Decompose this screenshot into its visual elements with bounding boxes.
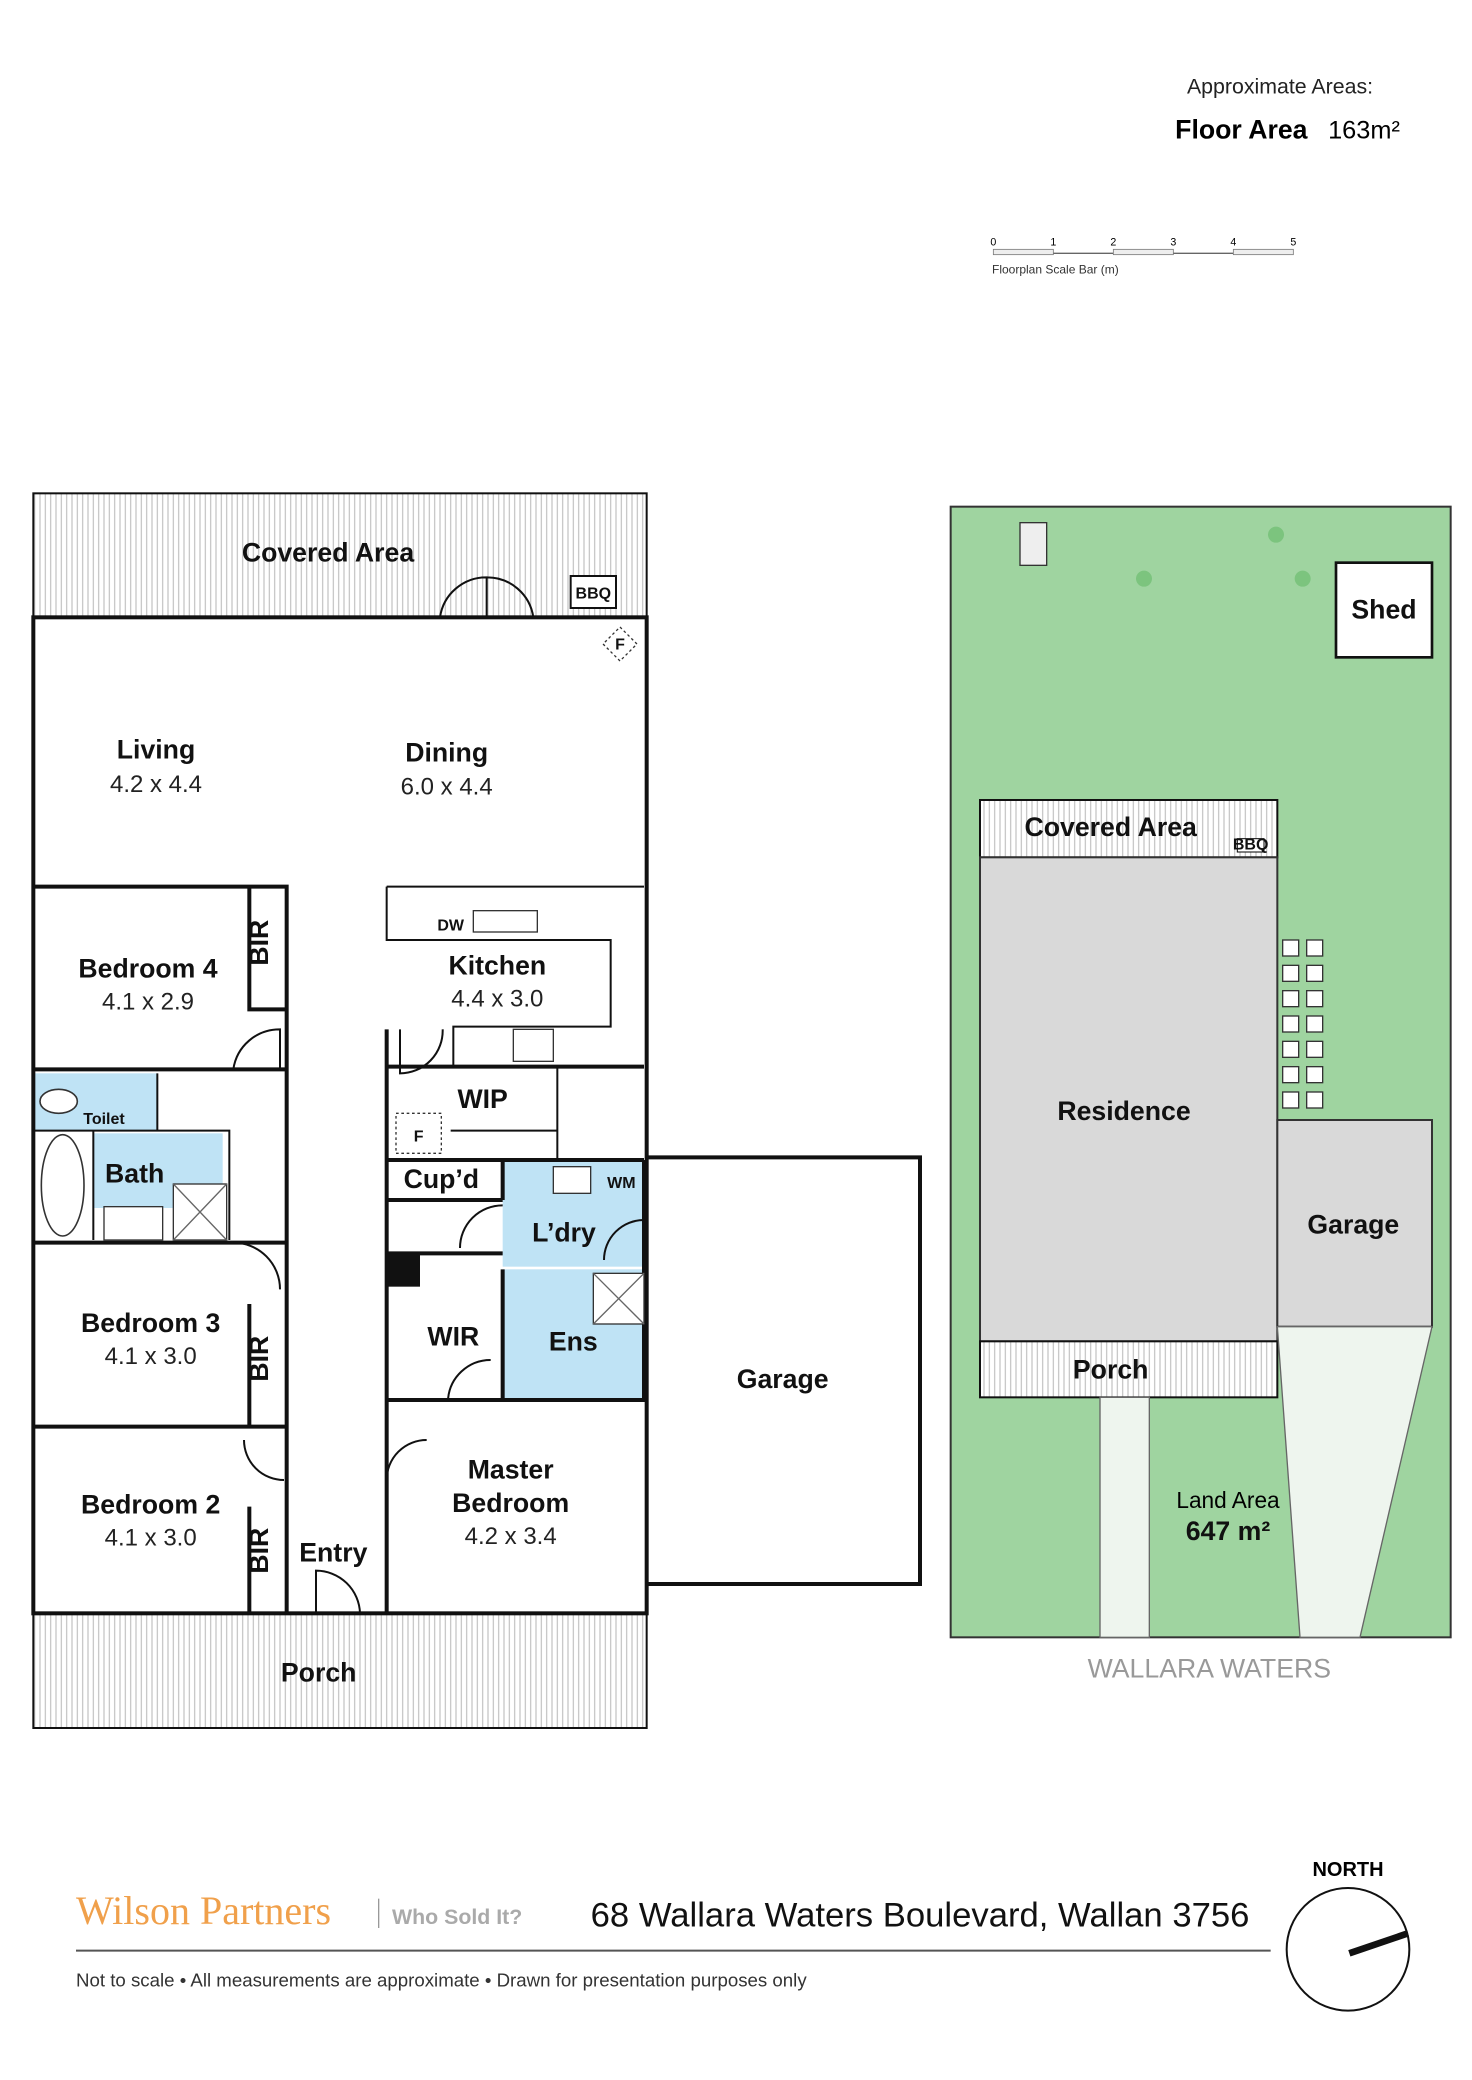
wm-label: WM	[607, 1175, 635, 1192]
land-area-value: 647 m²	[1186, 1516, 1271, 1546]
bbq-box	[569, 575, 617, 609]
master-dims: 4.2 x 3.4	[465, 1523, 557, 1550]
scale-tick: 0	[990, 236, 996, 248]
garage-label: Garage	[737, 1364, 829, 1394]
site-garage-label: Garage	[1307, 1209, 1399, 1239]
property-address: 68 Wallara Waters Boulevard, Wallan 3756	[591, 1897, 1250, 1935]
porch-area	[32, 1612, 648, 1729]
sink-icon	[472, 909, 538, 933]
floor-area-label: Floor Area	[1175, 115, 1307, 145]
bedroom2-label: Bedroom 2	[81, 1489, 220, 1519]
shed-label: Shed	[1351, 595, 1416, 625]
bedroom4-dims: 4.1 x 2.9	[102, 988, 194, 1015]
scale-caption: Floorplan Scale Bar (m)	[992, 262, 1119, 276]
master-label-2: Bedroom	[452, 1488, 569, 1518]
tree-icon	[1136, 570, 1152, 587]
fridge-icon	[602, 626, 638, 662]
site-plan: Shed Covered Area BBQ Residence Garage P…	[949, 505, 1452, 1683]
vanity-icon	[103, 1206, 164, 1241]
tree-icon	[1268, 526, 1284, 543]
wip-label: WIP	[457, 1084, 507, 1114]
scale-bar: 0 1 2 3 4 5 Floorplan Scale Bar (m)	[990, 236, 1296, 276]
ensuite-label: Ens	[549, 1327, 598, 1357]
residence	[978, 856, 1279, 1343]
bedroom2-dims: 4.1 x 3.0	[105, 1524, 197, 1551]
kitchen-label: Kitchen	[448, 951, 546, 981]
bedroom4-label: Bedroom 4	[78, 953, 217, 983]
living-dims: 4.2 x 4.4	[110, 771, 202, 798]
scale-tick: 1	[1050, 236, 1056, 248]
site-covered-area	[978, 799, 1279, 859]
laundry-label: L’dry	[532, 1217, 596, 1247]
scale-tick: 2	[1110, 236, 1116, 248]
street-name: WALLARA WATERS	[1088, 1653, 1331, 1683]
cupd-label: Cup’d	[404, 1164, 480, 1194]
water-tank-icon	[1019, 522, 1048, 566]
fridge-label: F	[615, 636, 625, 653]
dw-label: DW	[437, 918, 465, 935]
wir-label: WIR	[427, 1321, 479, 1351]
bedroom3-label: Bedroom 3	[81, 1308, 220, 1338]
washing-machine-icon	[552, 1166, 592, 1194]
cooktop-icon	[512, 1028, 554, 1062]
toilet-label: Toilet	[83, 1111, 125, 1128]
entry-label: Entry	[299, 1537, 367, 1567]
site-porch	[978, 1340, 1279, 1399]
areas-heading: Approximate Areas:	[1187, 74, 1373, 98]
floor-area-value: 163m²	[1328, 117, 1400, 145]
dining-label: Dining	[405, 737, 488, 767]
wip-fridge-icon	[395, 1112, 442, 1154]
master-label: Master	[468, 1455, 554, 1485]
scale-tick: 5	[1290, 236, 1296, 248]
disclaimer: Not to scale • All measurements are appr…	[76, 1970, 807, 1991]
bath-label: Bath	[105, 1159, 164, 1189]
bathtub-icon	[40, 1133, 85, 1237]
bedroom3-dims: 4.1 x 3.0	[105, 1343, 197, 1370]
floor-plan: BBQ F F Covered Area Living 4.2 x 4.4 Di…	[31, 492, 922, 1729]
bbq-label: BBQ	[576, 586, 612, 603]
site-bbq-label: BBQ	[1233, 836, 1269, 853]
porch-label: Porch	[281, 1657, 357, 1687]
residence-label: Residence	[1057, 1096, 1190, 1126]
brand-logo: Wilson Partners	[76, 1888, 331, 1933]
site-covered-area-label: Covered Area	[1024, 812, 1197, 842]
site-garage	[1276, 1119, 1433, 1328]
scale-tick: 3	[1170, 236, 1176, 248]
brand-tagline: Who Sold It?	[392, 1905, 522, 1929]
bir-label: BIR	[244, 1528, 274, 1574]
living-label: Living	[117, 735, 196, 765]
site-porch-label: Porch	[1073, 1355, 1149, 1385]
scale-tick: 4	[1230, 236, 1236, 248]
north-arrow-icon	[1285, 1887, 1411, 2012]
bir-label: BIR	[244, 1336, 274, 1382]
kitchen-dims: 4.4 x 3.0	[451, 986, 543, 1013]
wip-fridge-label: F	[414, 1128, 424, 1145]
stepping-stones	[1281, 939, 1324, 1109]
land-area-label: Land Area	[1176, 1487, 1280, 1513]
north-label: NORTH	[1312, 1859, 1383, 1881]
bir-label: BIR	[244, 920, 274, 966]
path	[1099, 1396, 1150, 1638]
covered-area-label: Covered Area	[242, 537, 415, 567]
toilet-icon	[39, 1088, 79, 1115]
shed	[1334, 561, 1434, 659]
driveway	[1276, 1326, 1433, 1638]
dining-dims: 6.0 x 4.4	[401, 774, 493, 801]
tree-icon	[1294, 570, 1311, 587]
